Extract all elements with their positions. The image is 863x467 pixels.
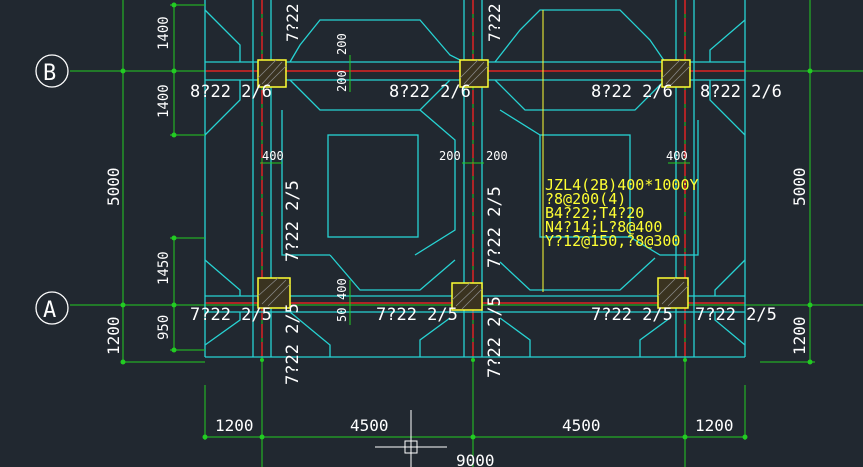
grid-bubbles <box>35 54 69 325</box>
rebar-v-bot-2: 7?22 2/5 <box>485 296 505 378</box>
beam-annotation-line4: N4?14;L?8@400 <box>545 218 662 236</box>
rebar-v-mid-2: 7?22 2/5 <box>485 186 505 268</box>
dim-left-1400-top: 1400 <box>156 16 172 50</box>
rebar-b-4: 8?22 2/6 <box>700 82 782 102</box>
dim-bottom-4500-left: 4500 <box>350 416 389 435</box>
column-a2 <box>451 282 483 311</box>
small-dim-200-v1: 200 <box>335 33 349 55</box>
rebar-v-bot-1: 7?22 2/5 <box>283 303 303 385</box>
beam-annotation-line3: B4?22;T4?20 <box>545 204 644 222</box>
small-dim-400-right: 400 <box>666 149 688 163</box>
rebar-b-1: 8?22 2/6 <box>190 82 272 102</box>
rebar-a-4: 7?22 2/5 <box>695 305 777 325</box>
beam-annotation-line2: ?8@200(4) <box>545 190 626 208</box>
small-dim-400-left: 400 <box>262 149 284 163</box>
rebar-a-1: 7?22 2/5 <box>190 305 272 325</box>
grid-label-b: B <box>43 61 56 86</box>
rebar-v-top-2: 7?22 <box>485 3 504 42</box>
cursor-crosshair <box>375 410 447 467</box>
beam-annotation-line5: Y?12@150,?8@300 <box>545 232 680 250</box>
column-b2 <box>459 59 489 88</box>
small-dim-400-v: 400 <box>335 278 349 300</box>
column-b3 <box>661 59 691 88</box>
rebar-v-top-1: 7?22 <box>283 3 302 42</box>
dim-left-1200: 1200 <box>104 316 123 355</box>
rebar-a-2: 7?22 2/5 <box>376 305 458 325</box>
columns <box>257 59 691 311</box>
small-dim-200-h2: 200 <box>486 149 508 163</box>
dim-bottom-9000: 9000 <box>456 451 495 467</box>
dim-bottom-4500-right: 4500 <box>562 416 601 435</box>
dim-right-1200: 1200 <box>790 316 809 355</box>
dimension-lines <box>85 0 815 440</box>
small-dim-200-h1: 200 <box>439 149 461 163</box>
dim-left-1450: 1450 <box>156 251 172 285</box>
beam-annotation-line1: JZL4(2B)400*1000Y <box>545 176 699 194</box>
small-dim-200-v2: 200 <box>335 70 349 92</box>
column-a3 <box>657 277 689 309</box>
dim-bottom-1200-left: 1200 <box>215 416 254 435</box>
dim-right-5000: 5000 <box>790 167 809 206</box>
dim-left-1400-bot: 1400 <box>156 84 172 118</box>
dim-left-950: 950 <box>156 315 172 340</box>
dimension-ticks <box>120 2 813 440</box>
grid-bubble-b <box>35 54 69 88</box>
small-dim-50: 50 <box>335 308 349 322</box>
grid-bubble-a <box>35 291 69 325</box>
grid-label-a: A <box>43 298 56 323</box>
rebar-b-3: 8?22 2/6 <box>591 82 673 102</box>
rebar-a-3: 7?22 2/5 <box>591 305 673 325</box>
rebar-v-mid-1: 7?22 2/5 <box>283 180 303 262</box>
dim-bottom-1200-right: 1200 <box>695 416 734 435</box>
column-a1 <box>257 277 291 309</box>
rebar-b-2: 8?22 2/6 <box>389 82 471 102</box>
column-b1 <box>257 59 287 88</box>
dim-left-5000: 5000 <box>104 167 123 206</box>
